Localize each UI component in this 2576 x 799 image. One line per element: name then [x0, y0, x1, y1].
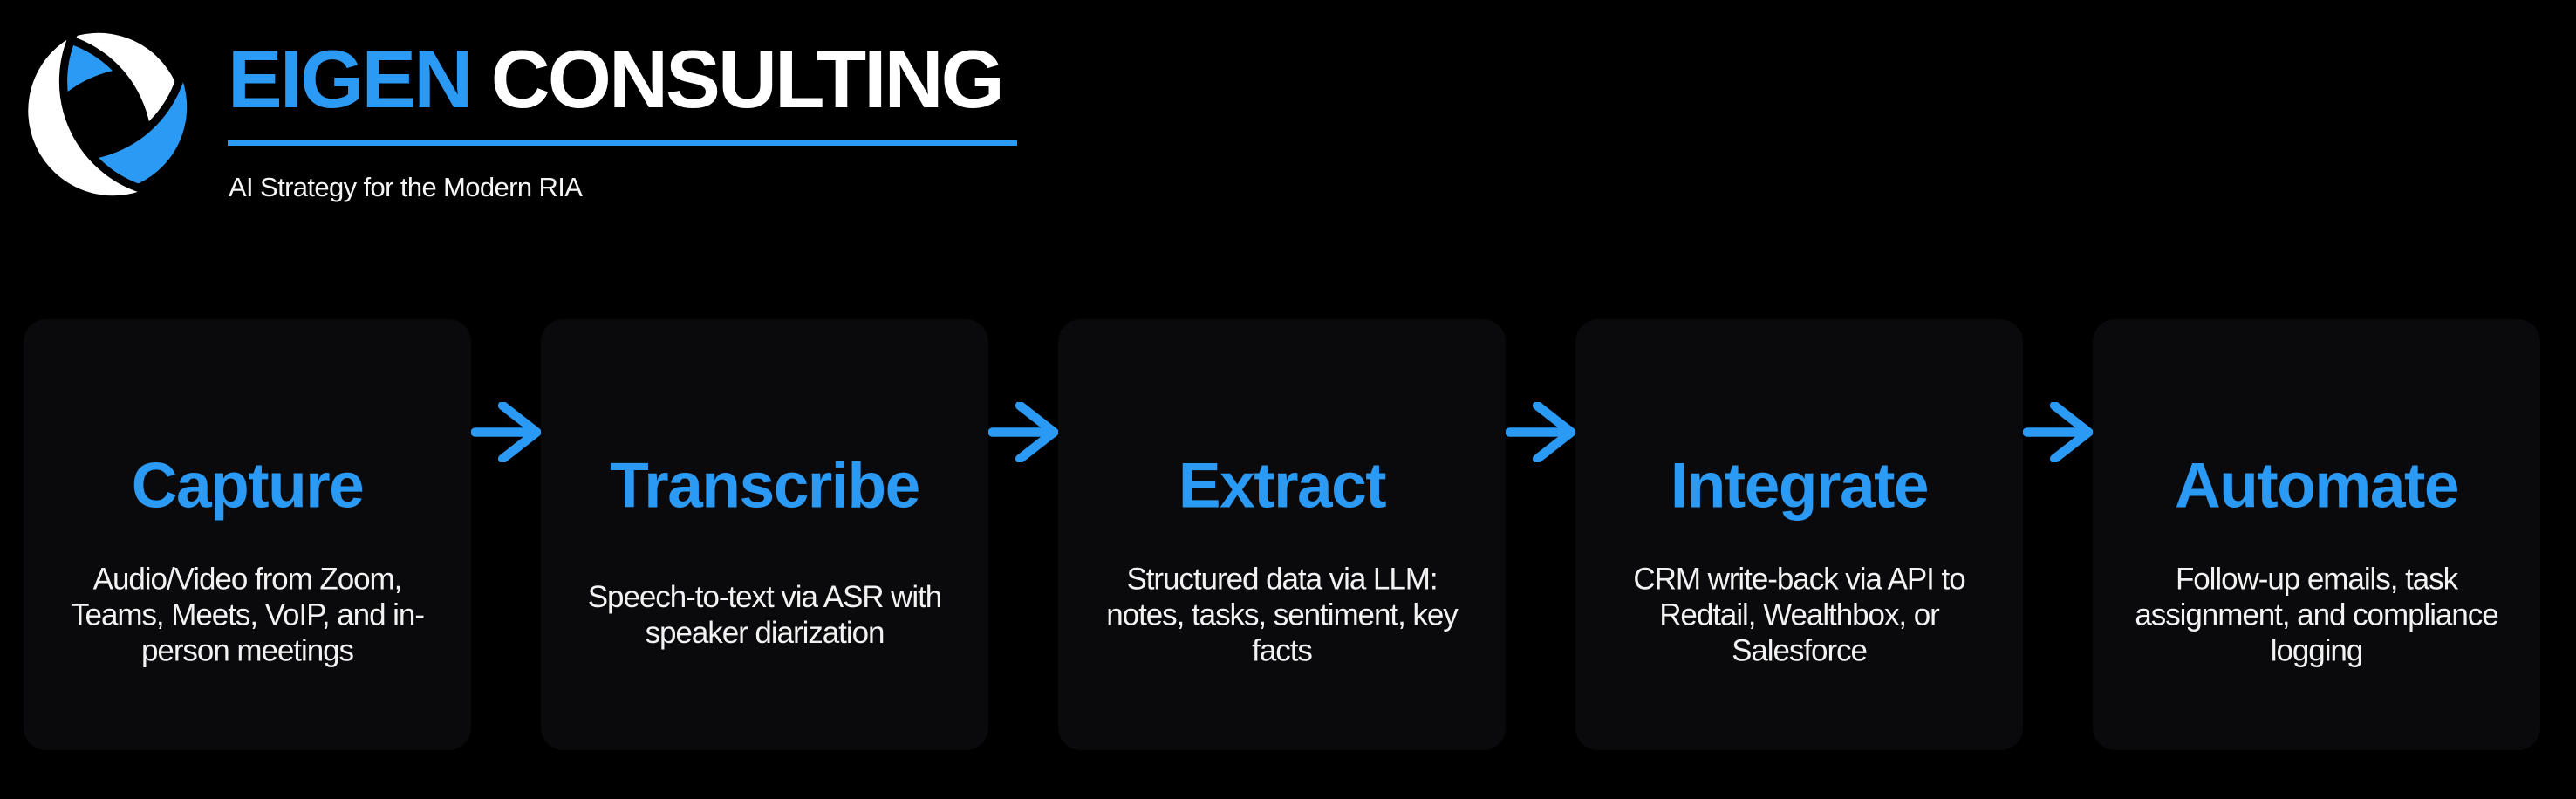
- brand-underline-rule: [228, 140, 1017, 146]
- step-title: Capture: [131, 450, 365, 522]
- step-card-automate: Automate Follow-up emails, task assignme…: [2093, 319, 2540, 750]
- arrow-right-icon: [1506, 402, 1575, 462]
- step-title: Transcribe: [610, 450, 920, 522]
- step-card-integrate: Integrate CRM write-back via API to Redt…: [1575, 319, 2023, 750]
- pipeline-connector: [2023, 319, 2093, 750]
- step-description: Follow-up emails, task assignment, and c…: [2135, 562, 2498, 668]
- step-description: Audio/Video from Zoom, Teams, Meets, VoI…: [71, 562, 425, 668]
- arrow-right-icon: [2023, 402, 2093, 462]
- step-description: CRM write-back via API to Redtail, Wealt…: [1633, 562, 1965, 668]
- step-card-capture: Capture Audio/Video from Zoom, Teams, Me…: [24, 319, 471, 750]
- brand-name-primary: EIGEN: [228, 33, 473, 125]
- brand-swirl-logo-icon: [16, 24, 195, 204]
- step-title: Extract: [1178, 450, 1387, 522]
- pipeline-connector: [471, 319, 541, 750]
- pipeline-flow: Capture Audio/Video from Zoom, Teams, Me…: [24, 319, 2540, 750]
- step-description: Structured data via LLM: notes, tasks, s…: [1106, 562, 1459, 668]
- step-description: Speech-to-text via ASR with speaker diar…: [587, 580, 943, 650]
- step-title: Integrate: [1670, 450, 1930, 522]
- arrow-right-icon: [988, 402, 1058, 462]
- brand-name-secondary: CONSULTING: [490, 33, 1005, 125]
- step-title: Automate: [2175, 450, 2459, 522]
- pipeline-connector: [1506, 319, 1575, 750]
- brand-wordmark: EIGEN CONSULTING: [228, 38, 1005, 120]
- arrow-right-icon: [471, 402, 541, 462]
- step-card-extract: Extract Structured data via LLM: notes, …: [1058, 319, 1506, 750]
- pipeline-connector: [988, 319, 1058, 750]
- brand-tagline: AI Strategy for the Modern RIA: [229, 172, 583, 202]
- step-card-transcribe: Transcribe Speech-to-text via ASR with s…: [541, 319, 988, 750]
